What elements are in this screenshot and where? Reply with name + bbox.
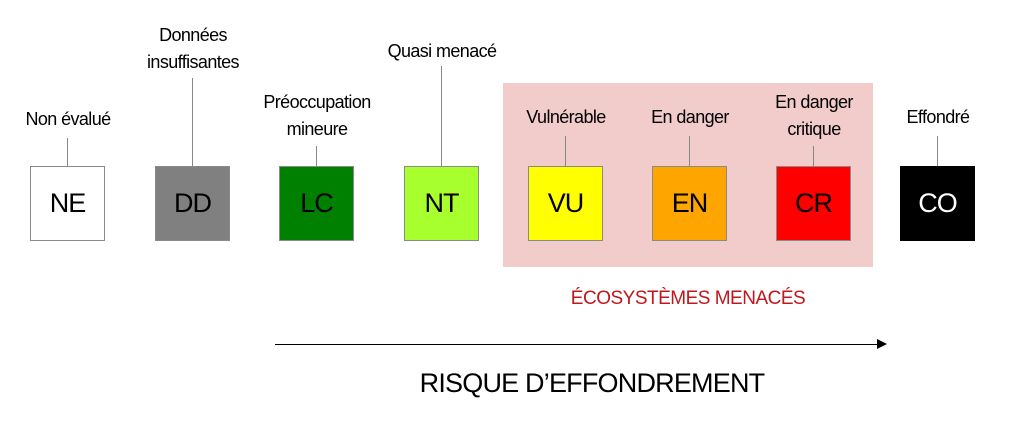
risk-arrow: [275, 344, 879, 345]
category-box: EN: [652, 166, 727, 241]
category-label-line: critique: [787, 119, 841, 139]
category-label-line: Non évalué: [25, 109, 111, 129]
category-label-line: mineure: [286, 119, 348, 139]
connector-line: [316, 146, 317, 166]
connector-line: [192, 78, 193, 166]
category-box: VU: [528, 166, 603, 241]
category-label: Données insuffisantes: [93, 22, 293, 76]
category-label-line: Données: [159, 25, 227, 45]
category-label-line: insuffisantes: [147, 52, 240, 72]
connector-line: [689, 136, 690, 166]
category-box: LC: [279, 166, 354, 241]
connector-line: [565, 136, 566, 166]
connector-line: [813, 146, 814, 166]
category-box: CR: [776, 166, 851, 241]
category-label: Non évalué: [0, 106, 168, 133]
threatened-ecosystems-label: ÉCOSYSTÈMES MENACÉS: [570, 288, 806, 309]
risk-axis-label: RISQUE D’EFFONDREMENT: [419, 368, 766, 398]
category-box: NE: [30, 166, 105, 241]
category-label: Effondré: [838, 104, 1024, 131]
category-box: DD: [155, 166, 230, 241]
arrowhead-icon: [877, 339, 887, 349]
connector-line: [937, 136, 938, 166]
category-label-line: Quasi menacé: [387, 41, 497, 61]
category-label: Vulnérable: [466, 104, 666, 131]
category-label-line: En danger: [651, 107, 729, 127]
category-label: En danger critique: [714, 89, 914, 143]
category-label-line: Vulnérable: [526, 107, 606, 127]
category-label-line: Effondré: [906, 107, 971, 127]
category-label-line: Préoccupation: [263, 92, 371, 112]
connector-line: [67, 138, 68, 166]
category-label: Quasi menacé: [342, 38, 542, 65]
category-label: Préoccupation mineure: [217, 89, 417, 143]
category-label-line: En danger: [775, 92, 853, 112]
category-box: NT: [404, 166, 479, 241]
category-label: En danger: [590, 104, 790, 131]
category-box: CO: [900, 166, 975, 241]
connector-line: [441, 66, 442, 166]
